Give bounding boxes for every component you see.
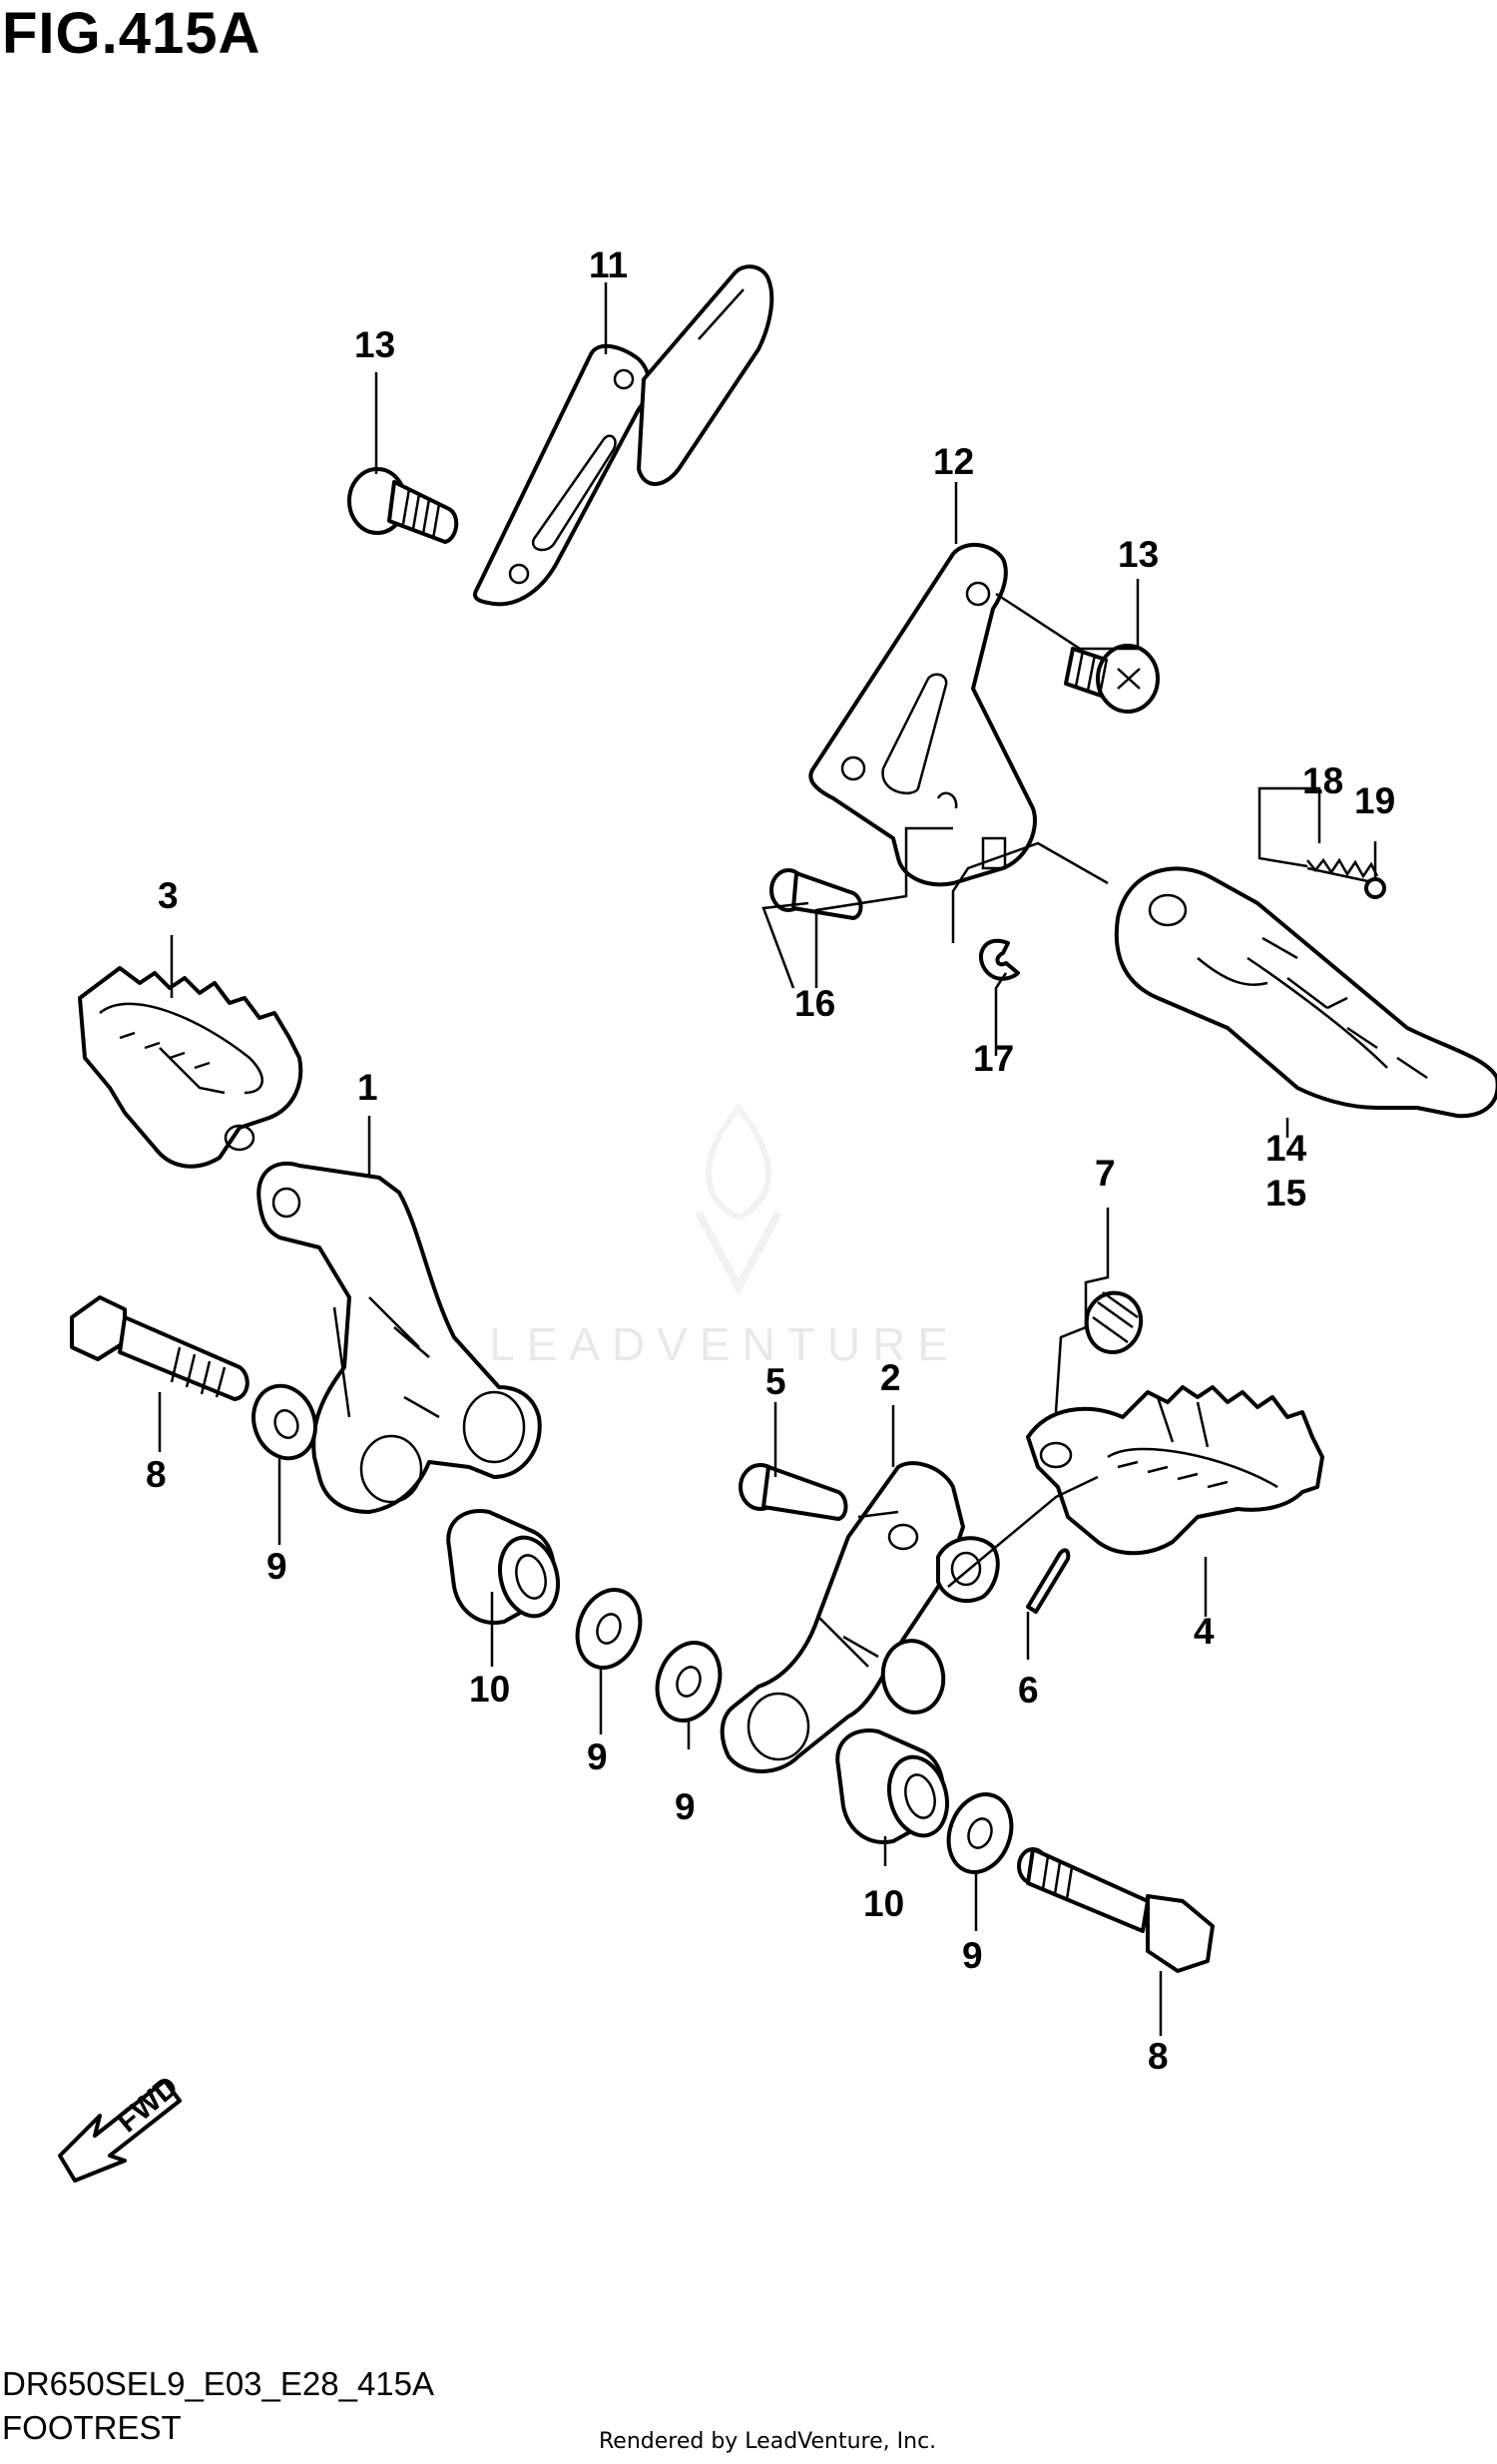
figure-title: FIG.415A bbox=[2, 1, 261, 66]
cotter-pin-6 bbox=[1026, 1548, 1071, 1614]
e-clip-17 bbox=[978, 938, 1020, 981]
bolt-13-right bbox=[1064, 644, 1160, 714]
callout-labels: 11 13 12 13 18 19 3 16 17 1 14 15 7 5 2 … bbox=[146, 245, 1395, 2077]
ball-19 bbox=[1364, 877, 1386, 899]
heel-guard-plate bbox=[473, 264, 774, 607]
footpeg-4 bbox=[1026, 1385, 1324, 1556]
watermark-text: LEADVENTURE bbox=[489, 1318, 960, 1370]
bolt-13-left bbox=[347, 467, 459, 544]
callout-9-d: 9 bbox=[962, 1935, 983, 1976]
callout-3: 3 bbox=[158, 875, 179, 916]
callout-15: 15 bbox=[1265, 1173, 1306, 1214]
callout-9-b: 9 bbox=[587, 1736, 608, 1777]
footpeg-14-15 bbox=[1114, 866, 1497, 1119]
callout-16: 16 bbox=[794, 983, 835, 1024]
callout-19: 19 bbox=[1354, 780, 1395, 821]
callout-2: 2 bbox=[880, 1357, 901, 1398]
callout-14: 14 bbox=[1265, 1128, 1307, 1169]
washer-9-d bbox=[946, 1792, 1014, 1874]
callout-6: 6 bbox=[1018, 1670, 1039, 1711]
callout-10-right: 10 bbox=[863, 1883, 904, 1924]
render-credit: Rendered by LeadVenture, Inc. bbox=[599, 2429, 937, 2454]
bolt-8-right bbox=[1017, 1847, 1215, 1973]
bolt-8-left bbox=[70, 1295, 250, 1401]
callout-7: 7 bbox=[1095, 1153, 1116, 1194]
right-bracket-2 bbox=[720, 1461, 1000, 1773]
callout-8-left: 8 bbox=[146, 1454, 167, 1495]
callout-17: 17 bbox=[973, 1038, 1014, 1079]
washer-9-b bbox=[575, 1588, 643, 1670]
callout-4: 4 bbox=[1194, 1611, 1215, 1652]
callout-1: 1 bbox=[357, 1067, 378, 1108]
bushing-10-left bbox=[446, 1509, 560, 1625]
washer-9-c bbox=[655, 1641, 723, 1723]
footpeg-3 bbox=[78, 966, 303, 1169]
callout-13-right: 13 bbox=[1118, 534, 1159, 575]
callout-13-left: 13 bbox=[354, 324, 395, 365]
callout-12: 12 bbox=[933, 441, 974, 482]
washer-9-a bbox=[251, 1383, 317, 1461]
leader-lines bbox=[158, 282, 1377, 2036]
bushing-10-right bbox=[835, 1728, 949, 1844]
spring-18 bbox=[1306, 857, 1379, 885]
callout-10-left: 10 bbox=[469, 1669, 510, 1710]
left-bracket-1 bbox=[256, 1161, 542, 1514]
callout-8-right: 8 bbox=[1148, 2036, 1169, 2077]
fwd-arrow-icon: FWD bbox=[58, 2070, 185, 2183]
callout-5: 5 bbox=[765, 1361, 786, 1402]
watermark-logo bbox=[695, 1103, 782, 1296]
figure-name: FOOTREST bbox=[2, 2409, 182, 2446]
spring-7 bbox=[1084, 1290, 1144, 1354]
pin-5 bbox=[739, 1463, 848, 1521]
callout-9-c: 9 bbox=[675, 1786, 696, 1827]
right-bracket bbox=[808, 542, 1037, 887]
model-code: DR650SEL9_E03_E28_415A bbox=[2, 2365, 435, 2402]
callout-18: 18 bbox=[1302, 760, 1343, 801]
callout-9-a: 9 bbox=[266, 1546, 287, 1587]
callout-11: 11 bbox=[589, 245, 628, 285]
